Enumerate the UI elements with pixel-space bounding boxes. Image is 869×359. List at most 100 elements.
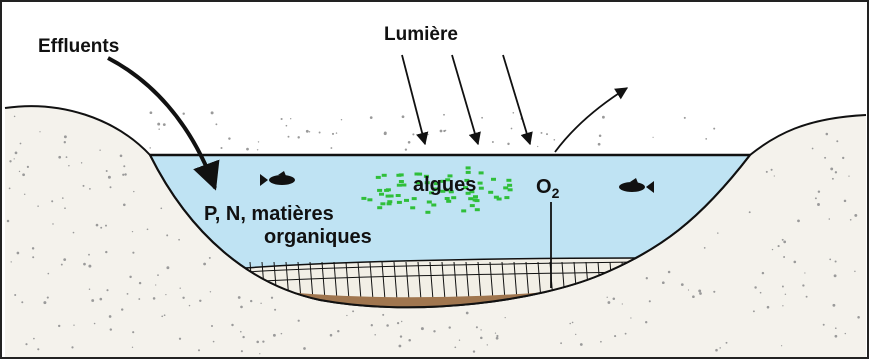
algae-dot — [387, 202, 392, 205]
soil-speck — [496, 335, 498, 337]
soil-speck — [213, 341, 215, 343]
soil-speck — [153, 297, 156, 300]
soil-speck — [772, 249, 773, 250]
soil-speck — [560, 342, 562, 344]
soil-speck — [705, 138, 707, 140]
soil-speck — [835, 171, 837, 173]
soil-speck — [155, 284, 156, 285]
algae-dot — [475, 199, 480, 202]
soil-speck — [466, 312, 469, 315]
soil-speck — [537, 146, 538, 147]
soil-speck — [384, 132, 387, 135]
soil-speck — [47, 297, 49, 299]
soil-speck — [371, 324, 373, 326]
soil-speck — [166, 266, 169, 269]
soil-speck — [246, 148, 249, 151]
soil-speck — [830, 167, 833, 170]
soil-speck — [132, 231, 133, 232]
soil-speck — [129, 276, 131, 278]
soil-speck — [161, 315, 163, 317]
soil-speck — [428, 134, 429, 135]
soil-speck — [572, 322, 574, 324]
soil-speck — [281, 118, 283, 120]
soil-speck — [63, 258, 66, 261]
soil-speck — [850, 219, 852, 221]
soil-speck — [386, 324, 389, 327]
soil-speck — [17, 252, 20, 255]
soil-speck — [719, 347, 721, 349]
soil-speck — [397, 322, 399, 324]
soil-speck — [88, 265, 91, 268]
soil-speck — [569, 323, 571, 325]
soil-speck — [782, 305, 783, 306]
soil-speck — [599, 134, 602, 137]
soil-speck — [100, 227, 102, 229]
algae-dot — [377, 189, 382, 192]
soil-speck — [9, 188, 11, 190]
soil-speck — [487, 344, 488, 345]
soil-speck — [32, 256, 34, 258]
soil-speck — [835, 327, 837, 329]
soil-speck — [64, 135, 67, 138]
soil-speck — [14, 116, 16, 118]
soil-speck — [408, 141, 411, 144]
soil-speck — [33, 338, 35, 340]
soil-speck — [330, 334, 333, 337]
soil-speck — [774, 175, 775, 176]
soil-speck — [443, 114, 445, 116]
soil-speck — [58, 156, 61, 159]
soil-speck — [749, 211, 751, 213]
soil-speck — [108, 176, 111, 179]
soil-speck — [507, 143, 509, 145]
soil-speck — [132, 331, 134, 333]
algae-dot — [470, 204, 475, 207]
nutrients-label-line1: P, N, matières — [204, 203, 334, 225]
nutrients-label-line2: organiques — [264, 226, 372, 248]
soil-speck — [817, 203, 820, 206]
soil-speck — [823, 324, 825, 326]
soil-speck — [242, 336, 244, 338]
soil-speck — [281, 333, 283, 335]
soil-speck — [575, 334, 576, 335]
soil-speck — [688, 289, 689, 290]
soil-speck — [480, 329, 481, 330]
soil-speck — [332, 133, 334, 135]
soil-speck — [157, 274, 159, 276]
soil-speck — [336, 132, 337, 133]
soil-speck — [771, 169, 773, 171]
soil-speck — [832, 304, 835, 307]
soil-speck — [684, 117, 686, 119]
soil-speck — [785, 294, 786, 295]
soil-speck — [274, 309, 276, 311]
soil-speck — [211, 111, 214, 114]
soil-speck — [309, 131, 310, 132]
soil-speck — [692, 295, 695, 298]
soil-speck — [73, 325, 74, 326]
soil-speck — [21, 301, 23, 303]
soil-speck — [781, 345, 782, 346]
soil-speck — [454, 346, 456, 348]
soil-speck — [124, 173, 126, 175]
soil-speck — [163, 123, 166, 126]
algae-dot — [427, 201, 432, 204]
soil-speck — [132, 347, 133, 348]
soil-speck — [346, 315, 347, 316]
soil-speck — [73, 232, 75, 234]
soil-speck — [37, 348, 39, 350]
soil-speck — [399, 345, 402, 348]
soil-speck — [762, 272, 764, 274]
algae-dot — [468, 197, 473, 200]
soil-speck — [622, 303, 623, 304]
soil-speck — [652, 137, 653, 138]
soil-speck — [106, 289, 108, 291]
soil-speck — [122, 174, 124, 176]
soil-speck — [273, 334, 276, 337]
soil-speck — [306, 130, 309, 133]
soil-speck — [330, 147, 332, 149]
soil-speck — [797, 220, 800, 223]
soil-speck — [96, 224, 99, 227]
soil-speck — [14, 158, 15, 159]
soil-speck — [105, 225, 107, 227]
soil-speck — [215, 123, 217, 125]
soil-speck — [832, 178, 834, 180]
